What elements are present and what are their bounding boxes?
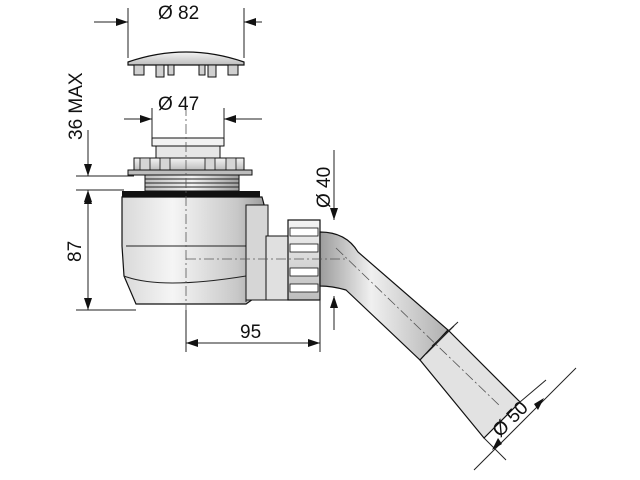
trap-body bbox=[121, 196, 289, 305]
black-gasket bbox=[122, 191, 260, 197]
label-strainer-diameter: Ø 47 bbox=[158, 94, 199, 115]
label-outlet-diameter: Ø 40 bbox=[314, 167, 335, 208]
label-height-max: 36 MAX bbox=[66, 72, 87, 140]
dimension-cap-diameter: Ø 82 bbox=[94, 3, 262, 58]
strainer-assembly bbox=[127, 137, 253, 176]
dimension-height-max: 36 MAX bbox=[66, 72, 134, 206]
dimension-offset: 95 bbox=[185, 300, 321, 352]
center-lines bbox=[185, 106, 501, 407]
cap-pins bbox=[133, 64, 239, 78]
label-body-height: 87 bbox=[65, 241, 86, 262]
threaded-neck bbox=[144, 174, 240, 192]
outlet-nut bbox=[287, 219, 321, 301]
dimension-body-height: 87 bbox=[65, 190, 136, 311]
label-offset: 95 bbox=[240, 322, 261, 343]
dimension-outlet-diameter: Ø 40 bbox=[314, 150, 338, 330]
label-cap-diameter: Ø 82 bbox=[158, 3, 199, 24]
outlet-elbow-pipe bbox=[319, 231, 521, 439]
cover-cap bbox=[127, 51, 245, 78]
dimension-strainer-diameter: Ø 47 bbox=[124, 94, 262, 138]
